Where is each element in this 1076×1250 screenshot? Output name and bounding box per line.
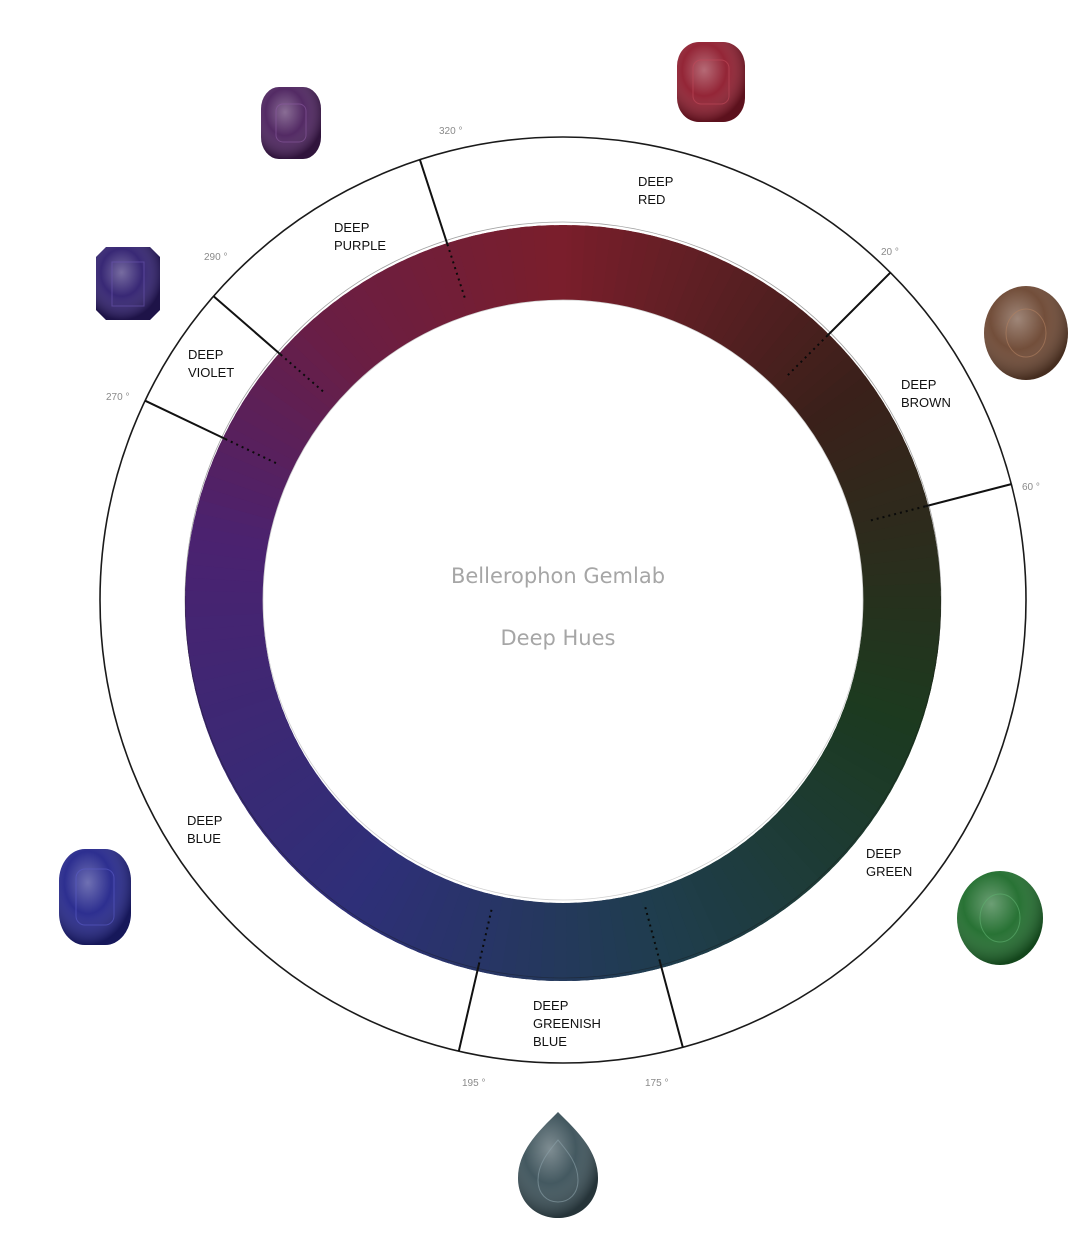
boundary-line-b60: [924, 483, 1012, 508]
green-oval-gem-icon: [957, 871, 1043, 965]
violet-emerald-cut-gem-icon: [96, 247, 160, 320]
brown-oval-gem-icon: [984, 286, 1068, 380]
ring-outer-edge: [184, 221, 942, 979]
boundary-line-b290: [212, 295, 282, 356]
blue-cushion-gem-icon: [59, 849, 131, 945]
center-title: Bellerophon Gemlab: [451, 564, 665, 588]
degree-label-195: 195 °: [462, 1078, 485, 1089]
segment-label-deep-brown: DEEP BROWN: [901, 377, 951, 410]
segment-label-deep-purple: DEEP PURPLE: [334, 220, 386, 253]
boundary-line-b270: [144, 399, 226, 440]
boundary-lines: [144, 159, 1012, 1052]
degree-label-20: 20 °: [881, 247, 899, 258]
red-cushion-gem-icon: [677, 42, 745, 122]
degree-label-175: 175 °: [645, 1078, 668, 1089]
segment-label-deep-greenish-blue: DEEP GREENISH BLUE: [533, 998, 605, 1049]
blue-green-pear-gem-icon: [518, 1112, 598, 1218]
segment-label-deep-violet: DEEP VIOLET: [188, 347, 234, 380]
segment-label-deep-red: DEEP RED: [638, 174, 677, 207]
purple-cushion-gem-icon: [261, 87, 321, 159]
degree-labels: 320 ° 20 ° 60 ° 175 ° 195 ° 270 ° 290 °: [106, 126, 1040, 1089]
ring-inner-edge: [262, 299, 864, 901]
degree-label-290: 290 °: [204, 252, 227, 263]
degree-label-270: 270 °: [106, 392, 129, 403]
degree-label-320: 320 °: [439, 126, 462, 137]
center-subtitle: Deep Hues: [501, 626, 616, 650]
boundary-line-b175: [658, 961, 684, 1048]
segment-label-deep-green: DEEP GREEN: [866, 846, 912, 879]
degree-label-60: 60 °: [1022, 482, 1040, 493]
segment-labels: DEEP RED DEEP BROWN DEEP GREEN DEEP GREE…: [187, 174, 951, 1049]
boundary-line-b195: [457, 964, 480, 1052]
segment-label-deep-blue: DEEP BLUE: [187, 813, 226, 846]
boundary-line-b320: [418, 159, 449, 245]
boundary-line-b20: [826, 271, 892, 337]
